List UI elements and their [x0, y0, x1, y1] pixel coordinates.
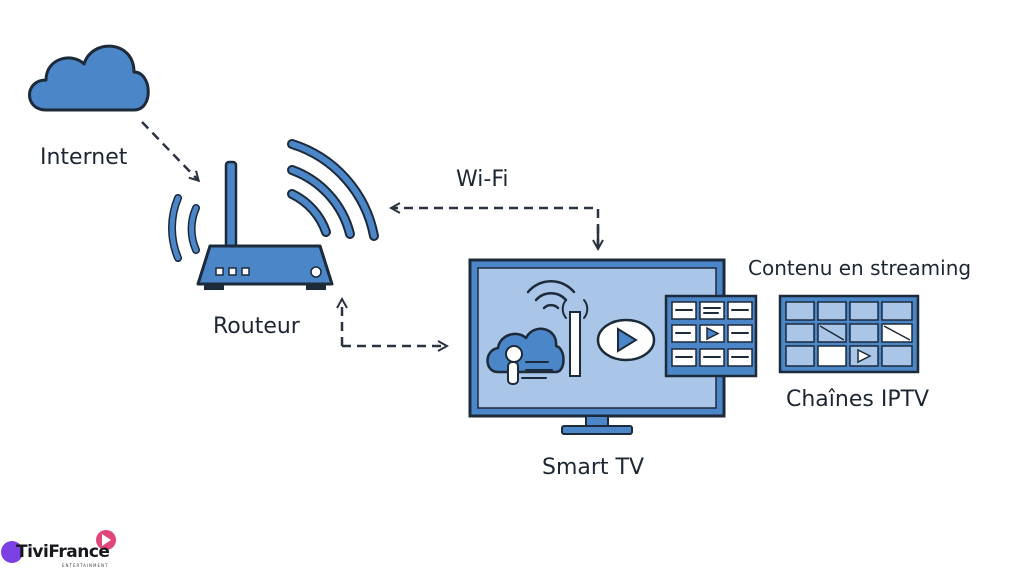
router-label: Routeur: [213, 314, 300, 339]
iptv-channels-grid: [778, 294, 920, 374]
tivifrance-logo-mark: [1, 530, 116, 563]
wifi-label: Wi-Fi: [456, 167, 509, 192]
cloud-icon: [28, 44, 150, 112]
iptv-label: Chaînes IPTV: [786, 387, 930, 412]
logo-brand: TiviFrance: [16, 542, 110, 562]
logo-tagline: ENTERTAINMENT: [62, 563, 109, 568]
internet-label: Internet: [40, 145, 128, 170]
smart-tv-label: Smart TV: [542, 455, 645, 480]
streaming-content-panel: [664, 294, 758, 378]
streaming-label: Contenu en streaming: [748, 256, 972, 280]
router-icon: [168, 139, 379, 290]
internet-to-router-arrow: [141, 121, 198, 180]
wifi-arrow: [392, 208, 600, 248]
tivifrance-logo: TiviFrance ENTERTAINMENT: [4, 528, 124, 572]
